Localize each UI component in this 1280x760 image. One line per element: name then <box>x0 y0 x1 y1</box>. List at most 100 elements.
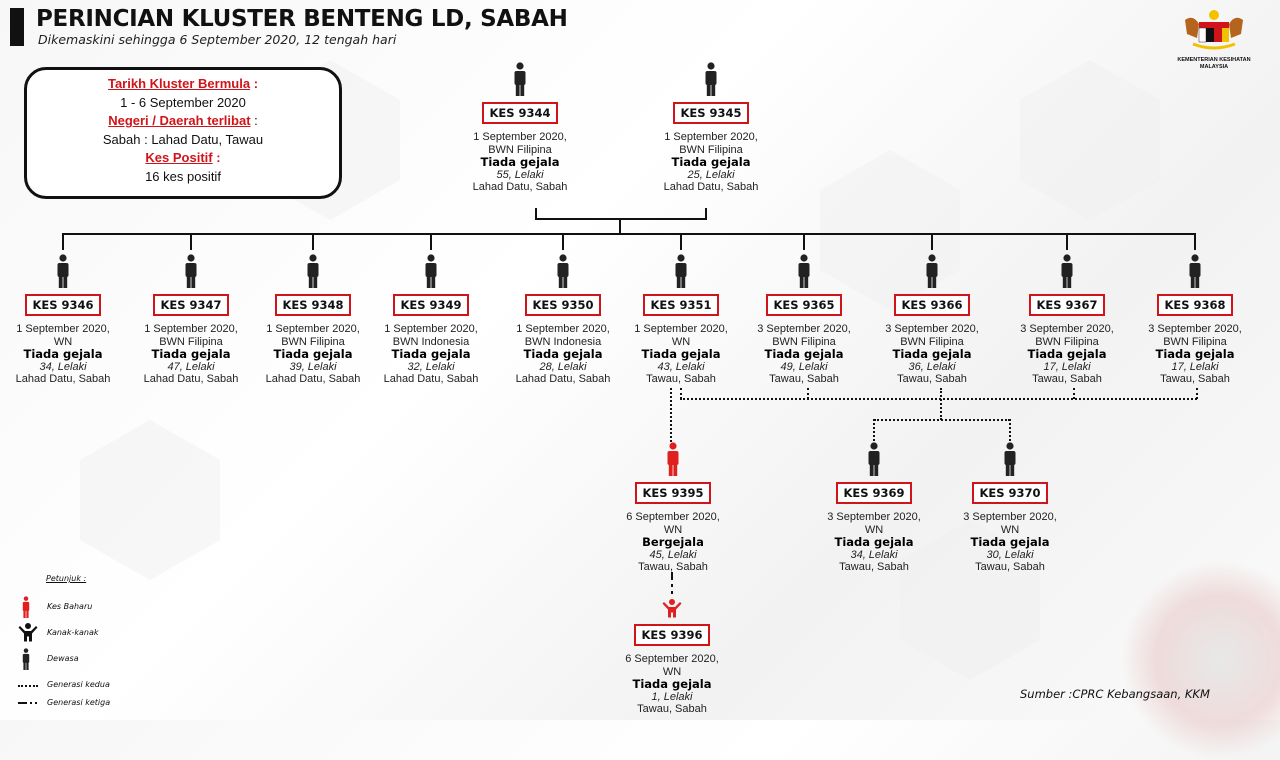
new-case-person-icon <box>22 596 30 618</box>
case-date: 1 September 2020, <box>16 323 110 335</box>
bg-hexagon <box>900 520 1040 680</box>
coat-of-arms-icon <box>1185 10 1243 50</box>
case-nationality: BWN Filipina <box>772 335 836 348</box>
second-gen-connector <box>940 388 942 420</box>
child-icon <box>607 598 737 618</box>
person-icon <box>366 254 496 288</box>
case-node: KES 9367 3 September 2020, BWN Filipina … <box>1002 254 1132 386</box>
case-node: KES 9351 1 September 2020, WN Tiada geja… <box>616 254 746 386</box>
case-id-badge: KES 9350 <box>525 294 601 316</box>
case-status: Tiada gejala <box>632 677 712 692</box>
logo-text-line1: KEMENTERIAN KESIHATAN <box>1177 57 1251 63</box>
case-age-gender: 47, Lelaki <box>167 360 215 373</box>
case-status: Tiada gejala <box>834 535 914 550</box>
connector-line <box>1194 233 1196 250</box>
case-age-gender: 28, Lelaki <box>539 360 587 373</box>
legend-child-label: Kanak-kanak <box>47 628 99 637</box>
case-node: KES 9350 1 September 2020, BWN Indonesia… <box>498 254 628 386</box>
case-nationality: WN <box>671 335 691 348</box>
case-id-badge: KES 9395 <box>635 482 711 504</box>
case-location: Tawau, Sabah <box>638 561 708 574</box>
case-id-badge: KES 9367 <box>1029 294 1105 316</box>
case-id-badge: KES 9366 <box>894 294 970 316</box>
case-age-gender: 43, Lelaki <box>657 360 705 373</box>
case-age-gender: 55, Lelaki <box>496 168 544 181</box>
case-status: Tiada gejala <box>151 347 231 362</box>
case-location: Tawau, Sabah <box>897 373 967 386</box>
third-gen-connector <box>671 591 673 594</box>
case-status: Tiada gejala <box>764 347 844 362</box>
case-node: KES 9348 1 September 2020, BWN Filipina … <box>248 254 378 386</box>
kkm-logo: KEMENTERIAN KESIHATAN MALAYSIA <box>1166 8 1262 71</box>
start-date-label: Tarikh Kluster Bermula <box>107 76 251 91</box>
region-label: Negeri / Daerah terlibat <box>108 113 251 128</box>
person-icon <box>809 442 939 476</box>
start-date-value: 1 - 6 September 2020 <box>120 94 246 110</box>
case-age-gender: 17, Lelaki <box>1043 360 1091 373</box>
colon: : <box>216 150 221 165</box>
region-value: Sabah : Lahad Datu, Tawau <box>102 131 264 147</box>
case-nationality: WN <box>53 335 73 348</box>
case-date: 1 September 2020, <box>473 131 567 143</box>
second-gen-connector <box>807 388 809 399</box>
case-date: 1 September 2020, <box>266 323 360 335</box>
case-status: Bergejala <box>642 535 704 550</box>
case-date: 3 September 2020, <box>1020 323 1114 335</box>
case-node: KES 9368 3 September 2020, BWN Filipina … <box>1130 254 1260 386</box>
person-icon <box>455 62 585 96</box>
case-id-badge: KES 9368 <box>1157 294 1233 316</box>
case-date: 1 September 2020, <box>634 323 728 335</box>
case-date: 3 September 2020, <box>757 323 851 335</box>
case-location: Lahad Datu, Sabah <box>15 373 111 386</box>
case-date: 1 September 2020, <box>384 323 478 335</box>
person-icon <box>646 62 776 96</box>
case-location: Tawau, Sabah <box>769 373 839 386</box>
person-icon <box>616 254 746 288</box>
colon: : <box>254 113 258 128</box>
positive-value: 16 kes positif <box>145 168 221 184</box>
case-location: Lahad Datu, Sabah <box>515 373 611 386</box>
case-age-gender: 32, Lelaki <box>407 360 455 373</box>
legend-second-gen-label: Generasi kedua <box>47 680 110 689</box>
case-location: Lahad Datu, Sabah <box>143 373 239 386</box>
case-node: KES 9346 1 September 2020, WN Tiada geja… <box>0 254 128 386</box>
connector-line <box>62 233 1196 235</box>
second-gen-connector <box>670 388 672 446</box>
case-id-badge: KES 9345 <box>673 102 749 124</box>
connector-line <box>430 233 432 250</box>
third-gen-connector <box>671 584 673 587</box>
person-icon <box>0 254 128 288</box>
case-id-badge: KES 9370 <box>972 482 1048 504</box>
person-icon <box>248 254 378 288</box>
case-status: Tiada gejala <box>1155 347 1235 362</box>
second-gen-connector <box>1196 388 1198 399</box>
legend-adult: Dewasa <box>18 648 79 672</box>
virus-illustration <box>1120 560 1280 760</box>
case-age-gender: 36, Lelaki <box>908 360 956 373</box>
legend-child: Kanak-kanak <box>18 622 99 644</box>
case-status: Tiada gejala <box>391 347 471 362</box>
case-node: KES 9396 6 September 2020, WN Tiada geja… <box>607 598 737 716</box>
page-subtitle: Dikemaskini sehingga 6 September 2020, 1… <box>38 32 397 47</box>
connector-line <box>190 233 192 250</box>
case-status: Tiada gejala <box>480 155 560 170</box>
case-age-gender: 1, Lelaki <box>651 690 693 703</box>
case-id-badge: KES 9351 <box>643 294 719 316</box>
case-age-gender: 17, Lelaki <box>1171 360 1219 373</box>
case-location: Tawau, Sabah <box>637 703 707 716</box>
dotted-line-swatch <box>18 685 38 687</box>
case-date: 3 September 2020, <box>827 511 921 523</box>
case-age-gender: 45, Lelaki <box>649 548 697 561</box>
case-nationality: BWN Filipina <box>679 143 743 156</box>
case-date: 6 September 2020, <box>626 511 720 523</box>
second-gen-connector <box>1009 419 1011 441</box>
legend-title: Petunjuk : <box>46 574 87 583</box>
title-accent-bar <box>10 8 24 46</box>
connector-line <box>535 208 537 219</box>
case-status: Tiada gejala <box>523 347 603 362</box>
case-nationality: BWN Filipina <box>1163 335 1227 348</box>
connector-line <box>680 233 682 250</box>
connector-line <box>312 233 314 250</box>
case-node: KES 9395 6 September 2020, WN Bergejala … <box>608 442 738 574</box>
connector-line <box>535 218 707 220</box>
